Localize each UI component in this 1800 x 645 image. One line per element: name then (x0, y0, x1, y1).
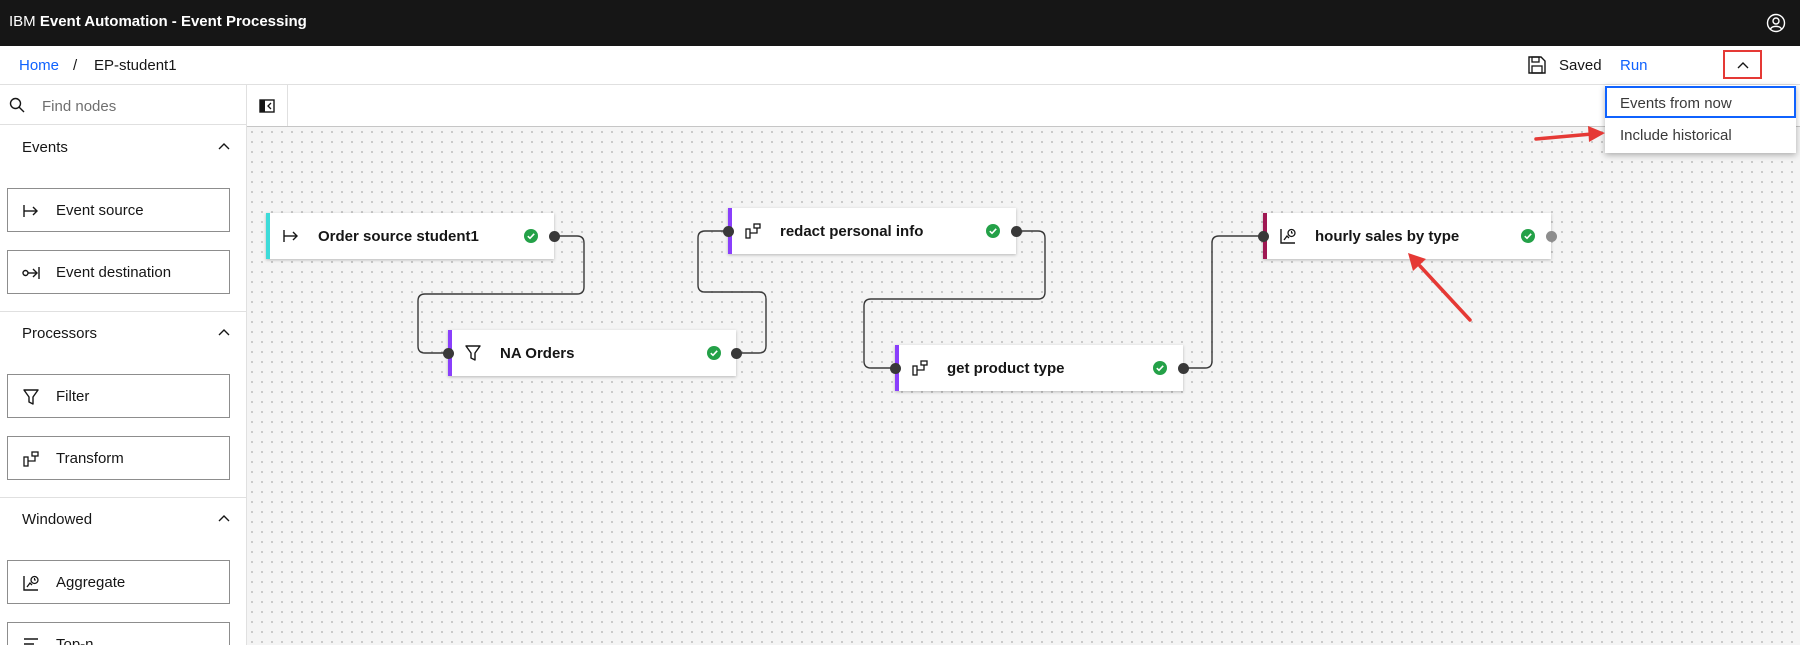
output-port[interactable] (731, 348, 742, 359)
run-button[interactable]: Run (1620, 57, 1648, 74)
node-type-bar (266, 213, 270, 259)
transform-icon (23, 451, 39, 467)
node-title: hourly sales by type (1315, 228, 1460, 245)
brand-ibm: IBM (9, 13, 36, 30)
section-processors-label: Processors (22, 325, 98, 342)
chevron-up-icon (1737, 61, 1748, 68)
node-get-product-type[interactable]: get product type (895, 345, 1183, 391)
palette-event-destination-label: Event destination (56, 264, 172, 281)
save-icon (1528, 56, 1546, 74)
node-na-orders[interactable]: NA Orders (448, 330, 736, 376)
breadcrumb-current-page: EP-student1 (94, 57, 177, 74)
chevron-up-icon (218, 515, 230, 522)
valid-check-icon (524, 229, 538, 243)
event-source-icon (283, 230, 298, 242)
search-icon (9, 97, 25, 113)
input-port[interactable] (1258, 231, 1269, 242)
node-title: Order source student1 (318, 228, 479, 245)
event-destination-icon (22, 267, 40, 279)
chevron-up-icon (218, 329, 230, 336)
section-events-header[interactable]: Events (0, 125, 246, 169)
node-title: redact personal info (780, 223, 924, 240)
palette-transform[interactable]: Transform (7, 436, 230, 480)
section-windowed-label: Windowed (22, 511, 93, 528)
node-redact-personal-info[interactable]: redact personal info (728, 208, 1016, 254)
event-source-icon (23, 205, 38, 217)
aggregate-icon (23, 575, 39, 591)
menu-item-include-historical[interactable]: Include historical (1620, 127, 1732, 144)
brand-product: Event Automation - Event Processing (39, 13, 307, 30)
chevron-up-icon (218, 143, 230, 150)
node-order-source[interactable]: Order source student1 (266, 213, 554, 259)
input-port[interactable] (443, 348, 454, 359)
side-panel-close-icon (259, 98, 275, 113)
breadcrumb-separator: / (73, 57, 78, 74)
collapse-sidebar-button[interactable] (247, 85, 288, 126)
node-title: NA Orders (500, 345, 575, 362)
output-port[interactable] (1011, 226, 1022, 237)
filter-icon (465, 345, 481, 361)
palette-filter[interactable]: Filter (7, 374, 230, 418)
palette-event-destination[interactable]: Event destination (7, 250, 230, 294)
section-windowed-header[interactable]: Windowed (0, 497, 246, 541)
palette-aggregate-label: Aggregate (56, 574, 126, 591)
palette-event-source-label: Event source (56, 202, 144, 219)
output-port[interactable] (1178, 363, 1189, 374)
input-port[interactable] (890, 363, 901, 374)
output-port[interactable] (549, 231, 560, 242)
run-options-toggle-button[interactable] (1723, 50, 1762, 79)
input-port[interactable] (723, 226, 734, 237)
run-options-menu: Events from now Include historical (1605, 85, 1796, 153)
top-bar: IBM Event Automation - Event Processing (0, 0, 1800, 46)
section-processors-header[interactable]: Processors (0, 311, 246, 355)
aggregate-icon (1280, 228, 1296, 244)
section-events-label: Events (22, 139, 68, 156)
section-divider (0, 311, 246, 312)
node-title: get product type (947, 360, 1065, 377)
top-n-icon (24, 638, 38, 645)
saved-status: Saved (1559, 57, 1602, 74)
section-divider (0, 497, 246, 498)
valid-check-icon (1153, 361, 1167, 375)
valid-check-icon (1521, 229, 1535, 243)
palette-filter-label: Filter (56, 388, 90, 405)
breadcrumb-home-link[interactable]: Home (19, 57, 60, 74)
node-search (0, 85, 246, 125)
valid-check-icon (707, 346, 721, 360)
user-avatar-icon[interactable] (1766, 13, 1786, 33)
canvas-toolbar (247, 85, 1800, 127)
palette-event-source[interactable]: Event source (7, 188, 230, 232)
node-hourly-sales-by-type[interactable]: hourly sales by type (1263, 213, 1551, 259)
transform-icon (745, 223, 761, 239)
palette-top-n-label: Top-n (56, 636, 94, 645)
menu-item-events-from-now[interactable]: Events from now (1605, 86, 1796, 118)
transform-icon (912, 360, 928, 376)
node-palette-sidebar: Events Event source Event destination Pr… (0, 85, 247, 645)
valid-check-icon (986, 224, 1000, 238)
node-search-input[interactable] (40, 93, 239, 119)
palette-aggregate[interactable]: Aggregate (7, 560, 230, 604)
page-header: Home / EP-student1 Saved Run (0, 46, 1800, 85)
app-title: IBM Event Automation - Event Processing (9, 13, 307, 31)
filter-icon (23, 389, 39, 405)
palette-transform-label: Transform (56, 450, 124, 467)
output-port-unconnected[interactable] (1546, 231, 1557, 242)
palette-top-n[interactable]: Top-n (7, 622, 230, 645)
